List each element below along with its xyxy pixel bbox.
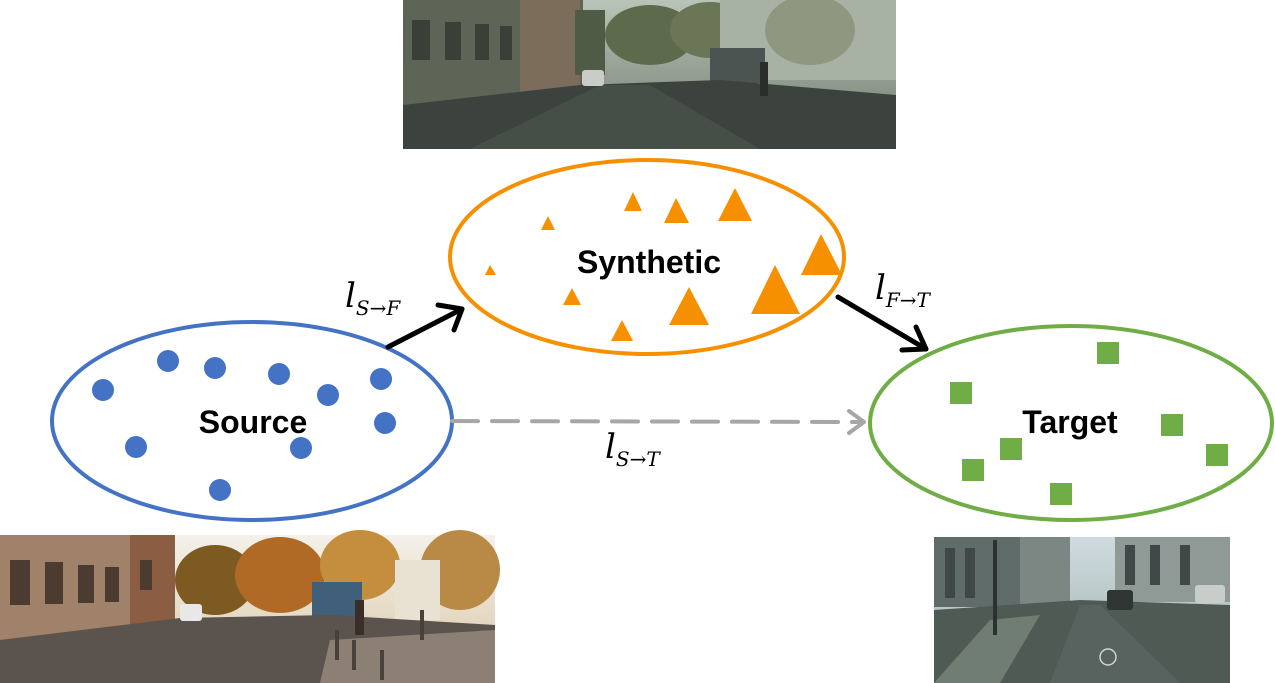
target-point [950, 382, 972, 404]
arrow-source-to-synthetic [385, 302, 465, 350]
source-point [290, 437, 312, 459]
target-point [1206, 444, 1228, 466]
synthetic-point [541, 216, 555, 230]
synthetic-point [718, 188, 752, 221]
source-point [92, 379, 114, 401]
synthetic-point [801, 234, 842, 275]
source-point [125, 436, 147, 458]
loss-source-to-target: lS→T [605, 427, 661, 471]
synthetic-markers [485, 188, 842, 341]
synthetic-photo [403, 0, 896, 149]
synthetic-point [751, 265, 800, 314]
source-point [268, 363, 290, 385]
target-point [1000, 438, 1022, 460]
synthetic-point [664, 198, 689, 223]
source-point [370, 368, 392, 390]
loss-source-to-synthetic: lS→F [345, 276, 401, 320]
arrow-synthetic-to-target [835, 294, 929, 353]
target-label: Target [1022, 404, 1118, 440]
target-point [1097, 342, 1119, 364]
source-point [317, 384, 339, 406]
source-photo [0, 530, 500, 683]
target-point [1161, 414, 1183, 436]
source-point [204, 357, 226, 379]
source-label: Source [199, 404, 307, 440]
synthetic-point [669, 287, 709, 325]
loss-synthetic-to-target: lF→T [875, 268, 932, 312]
source-point [157, 350, 179, 372]
synthetic-point [624, 192, 642, 211]
target-point [1050, 483, 1072, 505]
target-markers [950, 342, 1228, 505]
synthetic-point [563, 288, 581, 305]
source-markers [92, 350, 396, 501]
arrow-source-to-target [450, 409, 866, 435]
source-point [374, 412, 396, 434]
source-point [209, 479, 231, 501]
target-point [962, 459, 984, 481]
synthetic-point [485, 265, 496, 275]
target-photo [934, 537, 1230, 683]
synthetic-label: Synthetic [577, 244, 721, 280]
synthetic-point [611, 320, 633, 341]
